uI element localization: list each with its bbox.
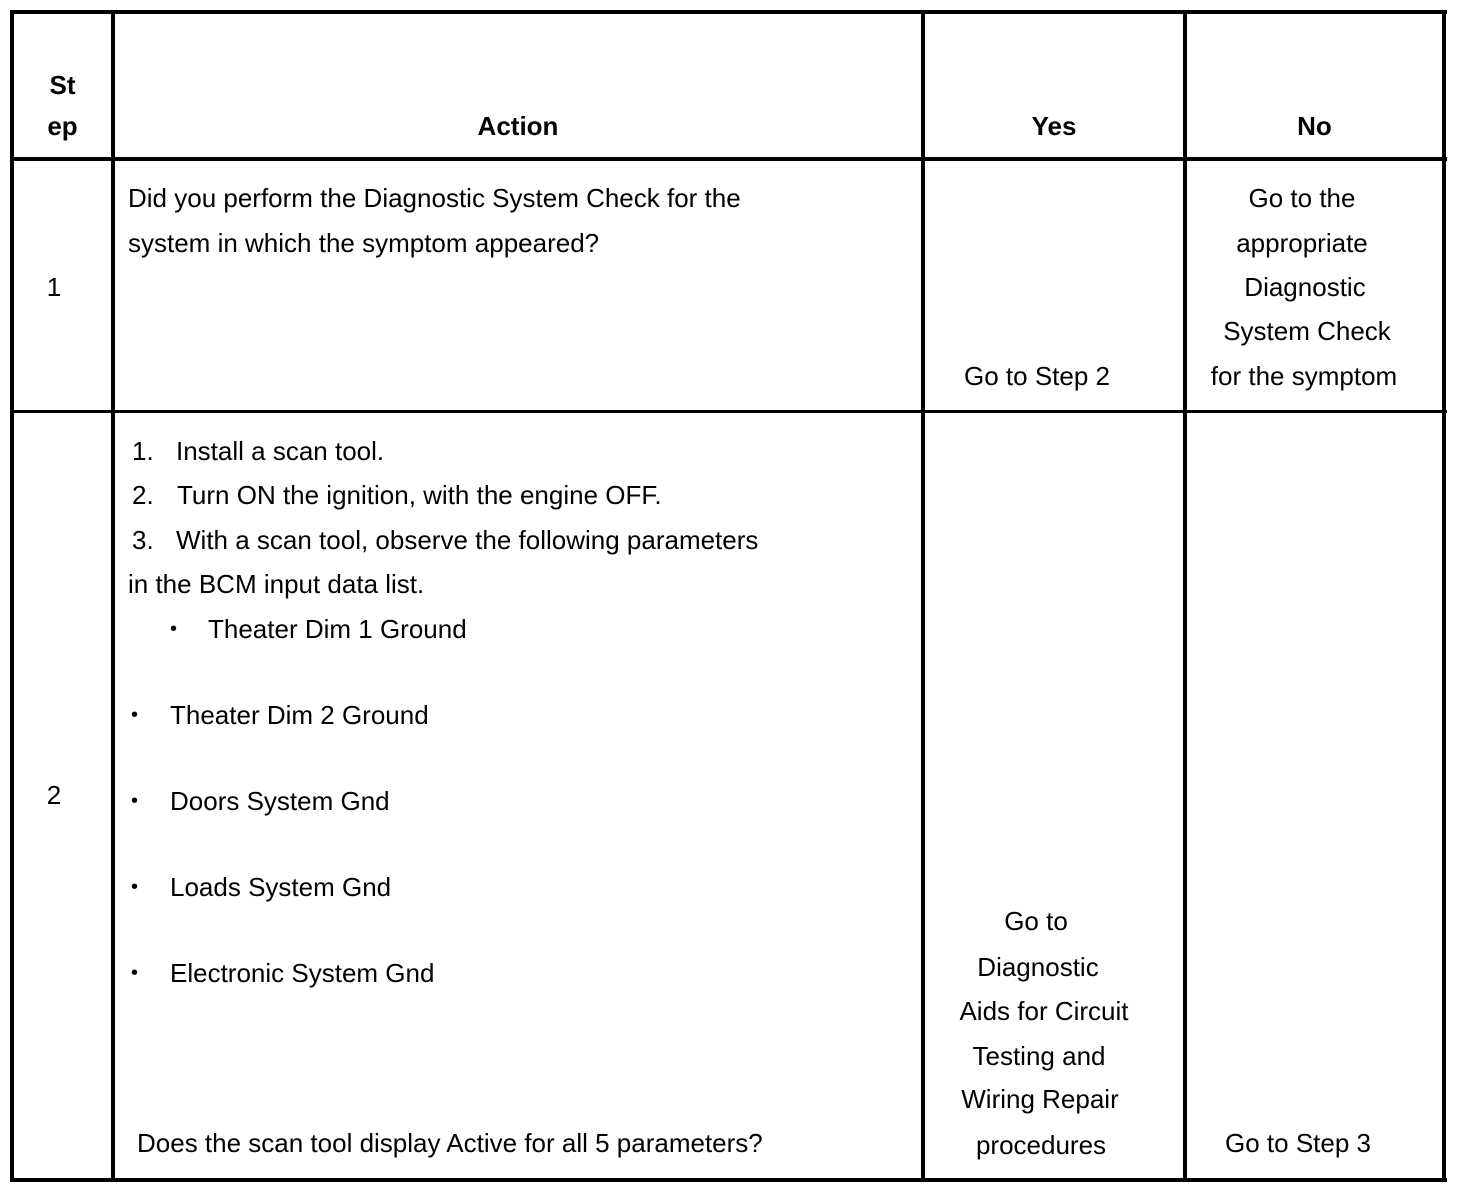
parameter-item: Theater Dim 1 Ground xyxy=(208,614,467,644)
header-step-line1: St xyxy=(49,70,76,100)
no-result-line: for the symptom xyxy=(1210,361,1398,391)
list-item-text: Turn ON the ignition, with the engine OF… xyxy=(177,480,662,510)
header-yes: Yes xyxy=(1031,111,1077,141)
list-item-continuation: in the BCM input data list. xyxy=(128,569,425,599)
header-step-line2: ep xyxy=(47,111,78,141)
column-divider-action xyxy=(921,10,925,1182)
bullet-icon: • xyxy=(131,790,139,812)
table-border-top xyxy=(10,10,1447,14)
no-result-line: Diagnostic xyxy=(1244,272,1366,302)
header-action: Action xyxy=(477,111,559,141)
parameter-item: Theater Dim 2 Ground xyxy=(170,700,429,730)
no-result-line: Go to the xyxy=(1248,183,1356,213)
no-result-line: System Check xyxy=(1223,316,1391,346)
step-number: 1 xyxy=(46,272,62,302)
yes-result-line: Wiring Repair xyxy=(961,1084,1119,1114)
step-number: 2 xyxy=(46,780,62,810)
bullet-icon: • xyxy=(131,962,139,984)
bullet-icon: • xyxy=(131,876,139,898)
yes-result-line: Go to xyxy=(1004,906,1068,936)
table-border-right xyxy=(1442,10,1446,1182)
bullet-icon: • xyxy=(170,618,178,640)
list-item-number: 1. xyxy=(132,436,154,466)
table-border-left xyxy=(10,10,14,1182)
parameter-item: Doors System Gnd xyxy=(170,786,390,816)
list-item-number: 2. xyxy=(132,480,154,510)
header-no: No xyxy=(1297,111,1332,141)
header-divider xyxy=(10,157,1447,161)
yes-result: Go to Step 2 xyxy=(964,361,1110,391)
list-item-number: 3. xyxy=(132,525,154,555)
column-divider-yes xyxy=(1183,10,1187,1182)
parameter-item: Loads System Gnd xyxy=(170,872,392,902)
list-item-text: Install a scan tool. xyxy=(176,436,385,466)
action-text-line: Did you perform the Diagnostic System Ch… xyxy=(128,183,741,213)
parameter-item: Electronic System Gnd xyxy=(170,958,435,988)
no-result-line: appropriate xyxy=(1236,228,1368,258)
yes-result-line: Testing and xyxy=(972,1041,1106,1071)
action-text-line: system in which the symptom appeared? xyxy=(128,228,600,258)
yes-result-line: Diagnostic xyxy=(977,952,1099,982)
list-item-text: With a scan tool, observe the following … xyxy=(176,525,759,555)
row-divider xyxy=(10,410,1447,413)
action-question: Does the scan tool display Active for al… xyxy=(137,1128,763,1158)
column-divider-step xyxy=(111,10,115,1182)
table-border-bottom xyxy=(10,1178,1447,1182)
yes-result-line: Aids for Circuit xyxy=(959,996,1129,1026)
yes-result-line: procedures xyxy=(975,1130,1107,1160)
no-result: Go to Step 3 xyxy=(1225,1128,1371,1158)
bullet-icon: • xyxy=(131,704,139,726)
